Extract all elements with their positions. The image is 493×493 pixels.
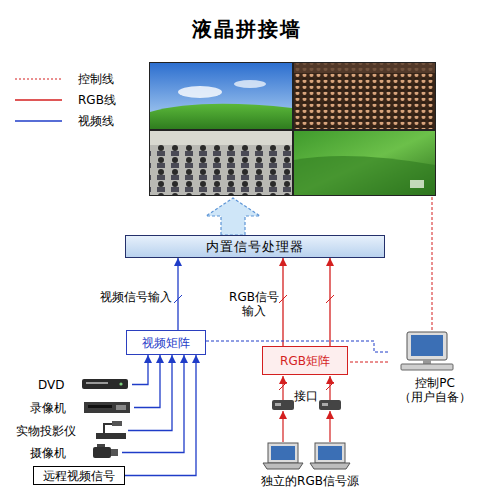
visualizer-icon: [96, 421, 126, 439]
legend-text: RGB线: [78, 93, 116, 107]
video-source: 摄像机: [30, 444, 122, 461]
legend-text: 视频线: [78, 114, 114, 128]
node-text: 视频矩阵: [142, 336, 190, 350]
legend-line-sample: [10, 114, 70, 128]
video-source: 录像机: [30, 399, 134, 416]
control-pc: 控制PC （用户自备）: [388, 330, 482, 404]
signal-line: [177, 258, 178, 330]
signal-line: [125, 355, 196, 476]
node-text: 实物投影仪: [16, 424, 76, 438]
legend-entry: RGB线: [10, 93, 140, 107]
legend-line-sample: [10, 72, 70, 86]
node-text: 控制PC （用户自备）: [388, 376, 482, 404]
laptop-icon: [263, 443, 350, 469]
control-pc-icon: [401, 332, 453, 370]
signal-label: RGB信号输入: [226, 290, 282, 318]
signal-line: [132, 355, 148, 385]
node-text: 远程视频信号: [43, 469, 115, 483]
processor-box: 内置信号处理器: [125, 235, 385, 258]
signal-line: [128, 355, 172, 431]
control-wire: [432, 196, 433, 330]
interface-label: 接口: [294, 389, 334, 403]
video-source: 实物投影仪: [16, 422, 128, 439]
vcr-icon: [84, 402, 130, 413]
signal-line: [282, 258, 283, 346]
node-text: 摄像机: [30, 446, 66, 460]
legend-text: 控制线: [78, 72, 114, 86]
node-text: 录像机: [30, 401, 66, 415]
output-arrow: [206, 198, 260, 235]
video-source: 远程视频信号: [33, 466, 125, 485]
diagram-title: 液晶拼接墙: [0, 16, 493, 43]
signal-label: 视频信号输入: [70, 290, 172, 304]
node-text: DVD: [38, 378, 64, 392]
dvd-icon: [82, 379, 128, 389]
video-wall: [149, 62, 436, 196]
signal-line: [122, 355, 184, 453]
matrix-box: 视频矩阵: [126, 330, 206, 355]
legend-entry: 视频线: [10, 114, 140, 128]
camera-icon: [93, 444, 118, 458]
rgb-wire: [283, 376, 330, 442]
control-line: [348, 362, 388, 363]
legend-entry: 控制线: [10, 72, 140, 86]
node-text: 内置信号处理器: [206, 240, 304, 254]
signal-line: [134, 355, 160, 408]
matrix-box: RGB矩阵: [262, 346, 348, 375]
video-source: DVD: [38, 376, 132, 393]
control-line: [206, 341, 388, 352]
legend-line-sample: [10, 93, 70, 107]
node-text: RGB矩阵: [280, 354, 330, 368]
signal-line: [329, 258, 330, 346]
source-label: 独立的RGB信号源: [245, 474, 375, 488]
